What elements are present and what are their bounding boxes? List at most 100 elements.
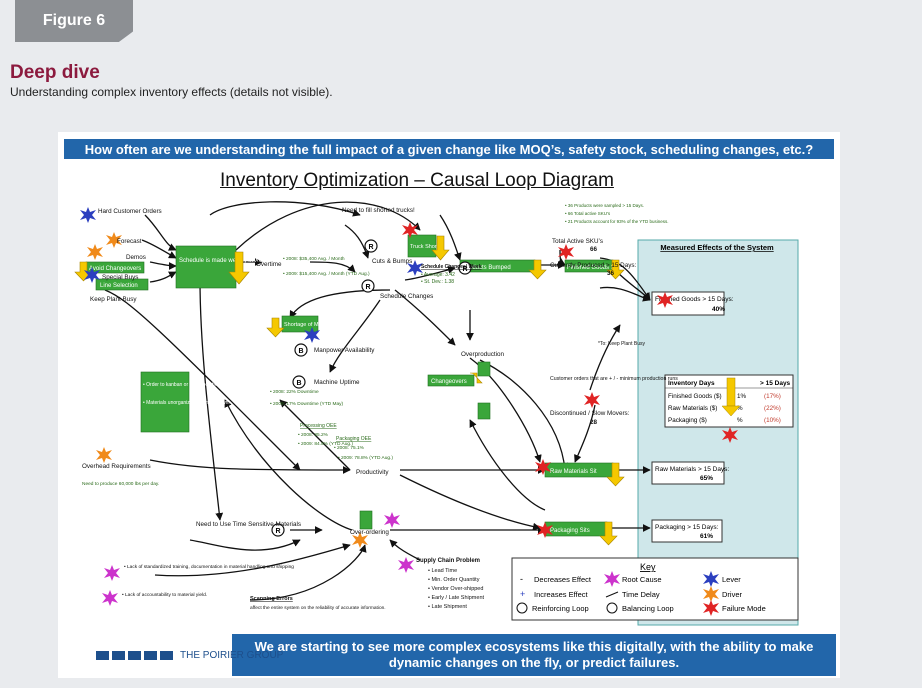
node-sched-avg: • Average: 3.42 (421, 272, 455, 278)
node-overproduction: Overproduction (461, 351, 505, 358)
node-overhead: Overhead Requirements (82, 463, 151, 470)
row-fg-label: Finished Goods ($) (668, 393, 722, 400)
figure-label: Figure 6 (42, 12, 106, 29)
node-forecast: Forecast (117, 238, 142, 245)
node-stats-3: • 21 Products account for 93% of the YTD… (565, 219, 669, 224)
node-need-fill: Need to fill shorted trucks! (342, 207, 415, 214)
node-machine-uptime: Machine Uptime (314, 379, 360, 386)
loop-r-3: R (462, 266, 467, 273)
node-stats-1: • 36 Products were sampled > 15 Days. (565, 203, 644, 208)
row-raw-val: (22%) (764, 405, 781, 412)
raw-effect-value: 65% (700, 475, 713, 482)
legend-box (511, 557, 799, 621)
node-shortage: Shortage of Materials (284, 322, 337, 328)
legend-lever: Lever (722, 575, 741, 584)
node-keep-busy-note: *To: Keep Plant Busy (598, 341, 645, 347)
section-subtitle: Understanding complex inventory effects … (10, 85, 333, 99)
node-line-selection: Line Selection (100, 283, 138, 289)
row-raw-pct: % (737, 405, 743, 412)
node-currently-produced: Currently Produced > 15 Days: (550, 262, 637, 269)
node-pkoee-2008: • 2008: 75.1% (334, 445, 365, 451)
node-supply-item-0: • Lead Time (428, 568, 457, 574)
loop-b-1: B (298, 348, 303, 355)
node-ot-2008: • 2008: $35,400 Avg. / Month (283, 256, 345, 262)
effects-title: Measured Effects of the System (660, 243, 774, 252)
diagram-title: Inventory Optimization – Causal Loop Dia… (220, 170, 614, 191)
node-keep-plant-busy: Keep Plant Busy (90, 296, 137, 303)
node-labels: Hard Customer Orders Forecast Demos Spec… (82, 203, 678, 611)
green-nodes (85, 234, 614, 537)
node-special-buys: Special Buys (102, 274, 138, 281)
poirier-logo: THE POIRIER GROUP (96, 650, 283, 661)
node-lack-account: • Lack of accountability to material yie… (122, 592, 207, 598)
node-down-2008: • 2008: 22% Downtime (270, 389, 319, 395)
logo-text: THE POIRIER GROUP (180, 650, 284, 661)
node-schedule-changes: Schedule Changes (380, 293, 433, 300)
node-raw-sit: Raw Materials Sit (550, 469, 597, 475)
bottom-banner: We are starting to see more complex ecos… (232, 634, 836, 676)
loop-b-2: B (296, 380, 301, 387)
pkg-effect-value: 61% (700, 533, 713, 540)
node-finished-goods-sit: Finished Goods Sit (567, 265, 618, 271)
loop-r-2: R (365, 284, 370, 291)
causal-links (104, 201, 651, 601)
inv-days-header2: > 15 Days (760, 380, 791, 387)
node-pkoee-title: Packaging OEE (336, 436, 372, 442)
node-productivity: Productivity (356, 469, 389, 476)
node-cust-orders: Customer orders that are + / - minimum p… (550, 376, 678, 382)
legend-title: Key (640, 562, 656, 572)
node-products-bumped: Products Bumped (463, 265, 511, 271)
legend-root-cause: Root Cause (622, 575, 662, 584)
node-overtime: Overtime (256, 261, 282, 268)
legend-reinforcing: Reinforcing Loop (532, 604, 589, 613)
node-scanning-title: Scanning Errors (250, 596, 293, 602)
node-sched-stdev: • St. Dev.: 1.38 (421, 279, 454, 285)
node-time-sensitive: Need to Use Time Sensitive Materials (196, 521, 301, 528)
node-supply-title: Supply Chain Problem (416, 558, 480, 564)
section-title: Deep dive (10, 62, 100, 83)
node-packaging-sits: Packaging Sits (550, 528, 590, 534)
row-pkg-label: Packaging ($) (668, 417, 707, 424)
svg-text:+: + (520, 589, 525, 599)
node-avoid-changeovers: Avoid Changeovers (89, 266, 141, 272)
node-discontinued: Discontinued / Slow Movers: (550, 410, 630, 417)
node-supply-item-3: • Early / Late Shipment (428, 595, 485, 601)
row-raw-label: Raw Materials ($) (668, 405, 717, 412)
node-ppoee-2009: • 2009: 84.5% (YTD Aug.) (298, 441, 353, 447)
legend-driver: Driver (722, 590, 743, 599)
loop-r-1: R (368, 244, 373, 251)
node-materials-unorg: • Materials unorganized: 5S not known. (143, 400, 230, 406)
top-banner: How often are we understanding the full … (64, 139, 834, 159)
node-pkoee-2009: • 2009: 78.8% (YTD Aug.) (338, 455, 393, 461)
fg-effect-label: Finished Goods > 15 Days: (655, 296, 734, 303)
figure-tag: Figure 6 (15, 0, 133, 42)
node-ppoee-title: Processing OEE (300, 423, 337, 429)
inv-days-header: Inventory Days (668, 380, 715, 387)
node-ppoee-2008: • 2008: 85.2% (298, 432, 329, 438)
node-manpower: Manpower Availability (314, 347, 375, 354)
node-stats-2: • 66 Total active SKU’s (565, 211, 611, 216)
node-truck-shorted: Truck Shorted (410, 244, 444, 250)
raw-effect-label: Raw Materials > 15 Days: (655, 466, 729, 473)
row-pkg-val: (10%) (764, 417, 781, 424)
pkg-effect-label: Packaging > 15 Days: (655, 524, 719, 531)
row-fg-pct: 1% (737, 393, 747, 400)
legend-increases: Increases Effect (534, 590, 589, 599)
node-total-skus-val: 66 (590, 246, 598, 253)
node-sched-changes-title: Schedule Changes/ Week (421, 264, 482, 270)
row-fg-val: (17%) (764, 393, 781, 400)
node-discontinued-val: 28 (590, 419, 598, 426)
fg-effect-value: 40% (712, 306, 725, 313)
loop-markers (271, 239, 472, 537)
node-down-2009: • 2009: 17% Downtime (YTD May) (270, 401, 344, 407)
node-need-produce: Need to produce 60,000 lbs per day. (82, 481, 159, 487)
bottom-banner-line-2: dynamic changes on the fly, or predict f… (388, 655, 680, 670)
node-total-skus: Total Active SKU’s (552, 238, 603, 245)
node-currently-val: 36 (607, 270, 615, 277)
node-supply-item-4: • Late Shipment (428, 604, 467, 610)
node-kanban: • Order to kanban or order points. (143, 382, 217, 388)
loop-r-4: R (275, 528, 280, 535)
legend-failure-mode: Failure Mode (722, 604, 766, 613)
node-demos: Demos (126, 254, 146, 261)
